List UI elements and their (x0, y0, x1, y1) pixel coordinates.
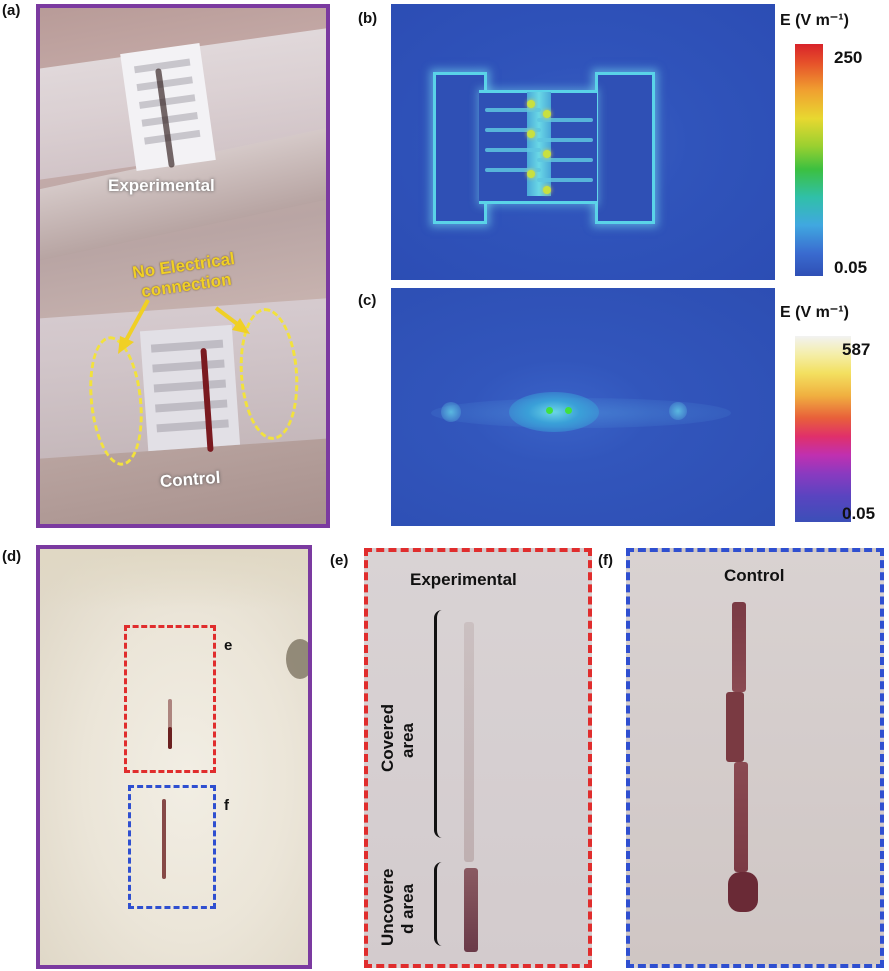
colorbar-b (795, 44, 823, 276)
panel-f-title: Control (724, 566, 785, 585)
panel-label-f: (f) (598, 552, 613, 569)
panel-label-e: (e) (330, 552, 349, 569)
annotation-arrows (118, 299, 250, 354)
panel-e-photo (364, 548, 592, 968)
colorbar-c (795, 336, 851, 522)
uncovered-area-label: Uncovere d area (378, 868, 417, 946)
colorbar-b-min: 0.05 (834, 258, 868, 277)
panel-label-b: (b) (358, 10, 378, 27)
box-f (128, 785, 216, 909)
panel-label-a: (a) (2, 2, 21, 19)
panel-label-d: (d) (2, 548, 22, 565)
experimental-label: Experimental (108, 176, 215, 195)
uncovered-brace (434, 862, 449, 946)
covered-area-label: Covered area (378, 703, 417, 772)
colorbar-c-max: 587 (842, 340, 871, 359)
colorbar-c-min: 0.05 (842, 504, 876, 523)
panel-b-field-simulation (391, 4, 775, 280)
panel-f-photo (626, 548, 884, 968)
covered-brace (434, 610, 449, 838)
panel-a-photo: Experimental Control No Electrical conne… (36, 4, 330, 528)
panel-e-title: Experimental (410, 570, 517, 589)
hotspot-left (546, 407, 553, 414)
colorbar-c-label: E (V m⁻¹) (780, 304, 849, 321)
dark-spot (286, 639, 308, 679)
box-e-letter: e (224, 637, 233, 654)
panel-c-field-simulation (391, 288, 775, 526)
edge-left (441, 402, 461, 422)
hotspot-right (565, 407, 572, 414)
colorbar-b-max: 250 (834, 48, 863, 67)
field-core (509, 392, 599, 432)
colorbar-b-label: E (V m⁻¹) (780, 12, 849, 29)
panel-d-photo: e f (36, 545, 312, 969)
box-e (124, 625, 216, 773)
edge-right (669, 402, 687, 420)
box-f-letter: f (224, 797, 229, 814)
panel-label-c: (c) (358, 292, 377, 309)
right-pad (595, 72, 655, 224)
